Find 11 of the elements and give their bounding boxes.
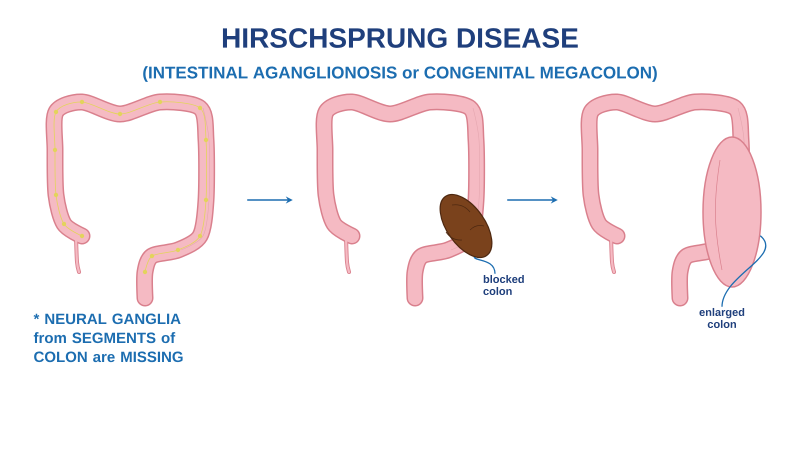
title: HIRSCHSPRUNG DISEASE (222, 28, 578, 48)
callout-text: enlarged colon (700, 308, 744, 328)
blocked-stool-drawing (440, 194, 492, 258)
colon-drawing (316, 93, 486, 306)
callout-text: blocked colon (483, 274, 524, 296)
enlarged-colon-drawing (702, 136, 762, 288)
leader-line (474, 256, 496, 274)
note-text: * NEURAL GANGLIA from SEGMENTS of COLON are MISSING (34, 314, 183, 362)
colon-drawing (46, 93, 216, 306)
subtitle: (INTESTINAL AGANGLIONOSIS or CONGENITAL MEGACOLON) (143, 66, 657, 82)
leader-line (721, 235, 766, 307)
